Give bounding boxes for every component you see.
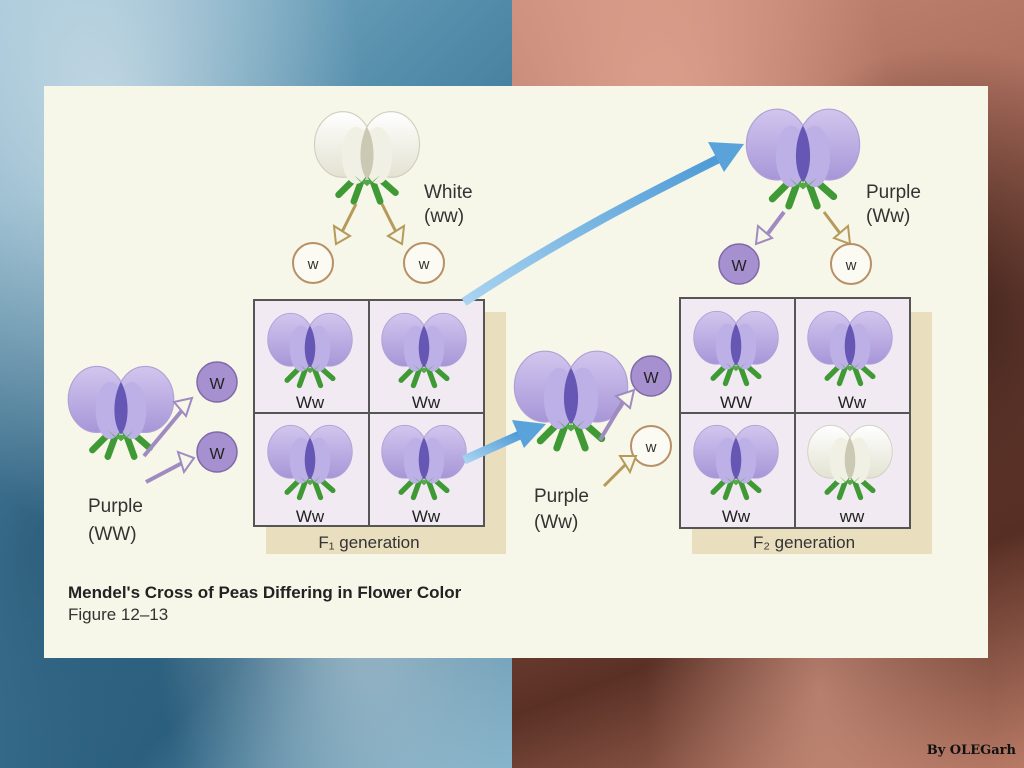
f1-grid-label: F₁ generation [318,533,419,552]
selfed-gamete-W-label: W [643,370,659,387]
top-gamete-w [830,243,872,285]
gamete-purple-2-label: W [209,446,225,463]
gamete-white-2-label: w [418,256,430,273]
gamete-white-2 [403,242,445,284]
arrow-purple-lower [145,460,185,484]
gamete-white-1 [292,242,334,284]
top-selfed-label: Purple [866,182,921,203]
figure-panel: White (ww) w w Purple (WW) W W Ww Ww Ww … [44,86,988,658]
top-gamete-W-label: W [731,258,747,275]
gamete-purple-1 [196,361,238,403]
gamete-purple-2 [196,431,238,473]
arrow-purple-upper [142,406,186,458]
purple-parent-flower [68,366,174,456]
purple-parent-genotype: (WW) [88,524,137,545]
f2-cell-2-label: Ww [838,393,867,412]
arrow-f1-to-top [461,153,723,306]
gamete-white-1-label: w [307,256,319,273]
f2-cell-3-label: Ww [722,507,751,526]
top-gamete-w-label: w [845,257,857,274]
f1-cell-1-label: Ww [296,393,325,412]
cross-diagram: White (ww) w w Purple (WW) W W Ww Ww Ww … [44,86,932,624]
f1-cell-4-label: Ww [412,507,441,526]
white-parent-flower [314,112,419,202]
figure-title: Mendel's Cross of Peas Differing in Flow… [68,583,462,602]
top-gamete-W [718,243,760,285]
white-parent-genotype: (ww) [424,206,464,227]
selfed-gamete-w-label: w [645,439,657,456]
figure-subtitle: Figure 12–13 [68,605,168,624]
f1-cell-2-label: Ww [412,393,441,412]
top-selfed-flower [746,109,859,206]
selfed-f1-genotype: (Ww) [534,512,578,533]
selfed-gamete-w [630,425,672,467]
gamete-purple-1-label: W [209,376,225,393]
f1-cell-3-label: Ww [296,507,325,526]
top-selfed-genotype: (Ww) [866,206,910,227]
selfed-f1-label: Purple [534,486,589,507]
arrow-f1-to-selfed [462,429,524,465]
f2-grid-label: F₂ generation [753,533,855,552]
f2-cell-1-label: WW [720,393,752,412]
credit-text: By OLEGarh [926,743,1016,758]
purple-parent-label: Purple [88,496,143,517]
selfed-gamete-W [630,355,672,397]
f2-cell-4-label: ww [839,507,865,526]
white-parent-label: White [424,182,473,203]
